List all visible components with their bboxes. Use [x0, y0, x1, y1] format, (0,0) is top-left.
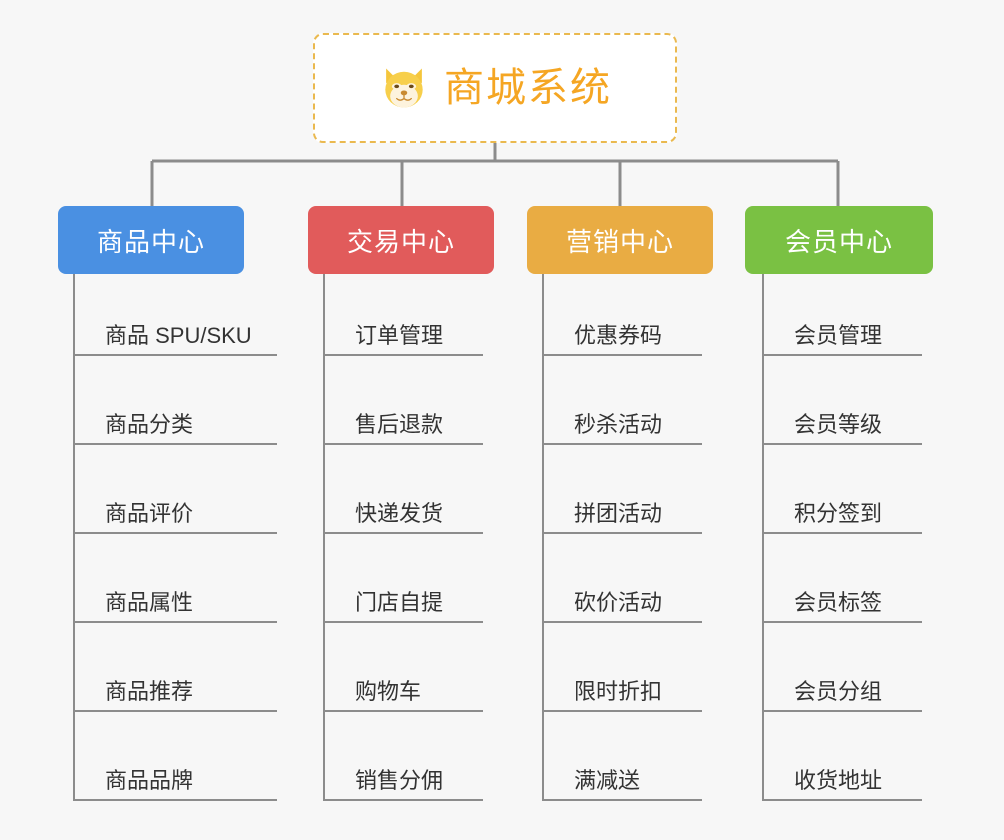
leaf-item-label: 会员等级 [794, 411, 883, 437]
leaf-item-label: 优惠券码 [574, 322, 663, 348]
leaf-item[interactable]: 商品评价 [73, 445, 277, 534]
leaf-item[interactable]: 会员等级 [762, 356, 922, 445]
root-title: 商城系统 [444, 66, 612, 110]
leaf-item[interactable]: 快递发货 [323, 445, 483, 534]
leaf-item-label: 商品 SPU/SKU [105, 322, 252, 348]
leaf-item-label: 商品推荐 [105, 678, 194, 704]
leaf-item[interactable]: 会员管理 [762, 267, 922, 356]
leaf-item-label: 收货地址 [794, 767, 883, 793]
category-label: 营销中心 [565, 226, 674, 257]
branch-trunk-line [323, 274, 325, 801]
leaf-item[interactable]: 收货地址 [762, 712, 922, 801]
leaf-item-label: 满减送 [574, 767, 641, 793]
leaf-item-label: 快递发货 [355, 500, 444, 526]
leaf-item-label: 商品分类 [105, 411, 194, 437]
leaf-item-label: 售后退款 [355, 411, 444, 437]
leaf-item[interactable]: 积分签到 [762, 445, 922, 534]
leaf-item[interactable]: 限时折扣 [542, 623, 702, 712]
leaf-item[interactable]: 商品属性 [73, 534, 277, 623]
leaf-item-label: 积分签到 [794, 500, 883, 526]
leaf-item-label: 秒杀活动 [574, 411, 663, 437]
leaf-item[interactable]: 商品品牌 [73, 712, 277, 801]
leaf-item[interactable]: 订单管理 [323, 267, 483, 356]
branch-column-3: 优惠券码秒杀活动拼团活动砍价活动限时折扣满减送 [542, 274, 742, 801]
category-label: 商品中心 [96, 226, 205, 257]
leaf-item[interactable]: 砍价活动 [542, 534, 702, 623]
category-box-4[interactable]: 会员中心 [745, 206, 933, 274]
leaf-item-label: 商品评价 [105, 500, 194, 526]
leaf-item[interactable]: 商品 SPU/SKU [73, 267, 277, 356]
leaf-item[interactable]: 售后退款 [323, 356, 483, 445]
leaf-item[interactable]: 会员标签 [762, 534, 922, 623]
leaf-item[interactable]: 商品推荐 [73, 623, 277, 712]
leaf-item[interactable]: 满减送 [542, 712, 702, 801]
leaf-item-label: 商品品牌 [105, 767, 194, 793]
leaf-item-label: 商品属性 [105, 589, 194, 615]
category-label: 会员中心 [784, 226, 893, 257]
branch-trunk-line [542, 274, 544, 801]
leaf-item-label: 会员标签 [794, 589, 883, 615]
leaf-item[interactable]: 优惠券码 [542, 267, 702, 356]
category-label: 交易中心 [346, 226, 455, 257]
leaf-item-label: 砍价活动 [574, 589, 663, 615]
leaf-item[interactable]: 拼团活动 [542, 445, 702, 534]
category-box-3[interactable]: 营销中心 [527, 206, 713, 274]
branch-trunk-line [73, 274, 75, 801]
leaf-item-label: 限时折扣 [574, 678, 663, 704]
leaf-item-label: 会员分组 [794, 678, 883, 704]
leaf-item-label: 购物车 [355, 678, 422, 704]
category-box-1[interactable]: 商品中心 [58, 206, 244, 274]
root-node[interactable]: 商城系统 [313, 33, 677, 143]
category-box-2[interactable]: 交易中心 [308, 206, 494, 274]
leaf-item-label: 订单管理 [355, 322, 444, 348]
leaf-item-label: 销售分佣 [355, 767, 444, 793]
branch-trunk-line [762, 274, 764, 801]
leaf-item[interactable]: 门店自提 [323, 534, 483, 623]
leaf-item[interactable]: 会员分组 [762, 623, 922, 712]
leaf-item[interactable]: 秒杀活动 [542, 356, 702, 445]
leaf-item-label: 拼团活动 [574, 500, 663, 526]
branch-column-4: 会员管理会员等级积分签到会员标签会员分组收货地址 [762, 274, 962, 801]
leaf-item[interactable]: 商品分类 [73, 356, 277, 445]
leaf-item[interactable]: 销售分佣 [323, 712, 483, 801]
branch-column-2: 订单管理售后退款快递发货门店自提购物车销售分佣 [323, 274, 523, 801]
shiba-dog-face-icon [385, 68, 423, 110]
leaf-item-label: 会员管理 [794, 322, 883, 348]
branch-column-1: 商品 SPU/SKU 商品分类商品评价商品属性商品推荐商品品牌 [73, 274, 317, 801]
leaf-item-label: 门店自提 [355, 589, 444, 615]
leaf-item[interactable]: 购物车 [323, 623, 483, 712]
